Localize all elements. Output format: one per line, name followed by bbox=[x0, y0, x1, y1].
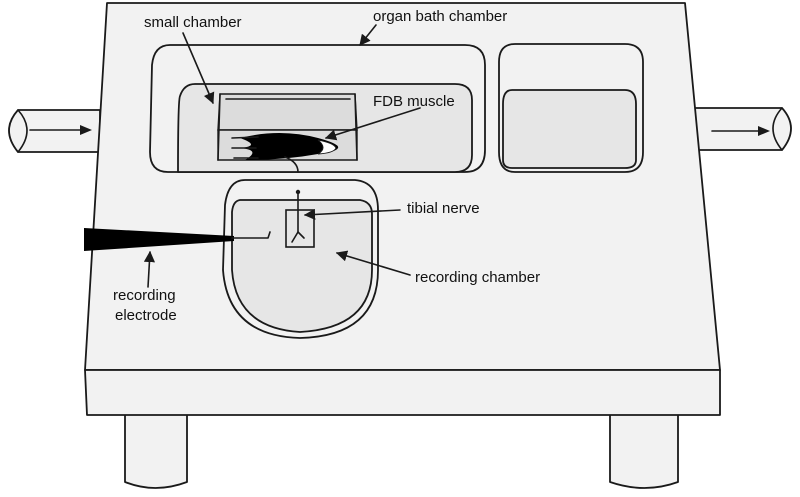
label-recording-electrode-line2: electrode bbox=[115, 307, 177, 324]
leader-organ-bath-chamber bbox=[359, 24, 377, 46]
label-recording-chamber: recording chamber bbox=[415, 269, 540, 286]
outflow-arrow-icon bbox=[711, 126, 770, 136]
inflow-arrow-icon bbox=[29, 125, 92, 135]
table-legs bbox=[124, 404, 679, 489]
inlet-tube bbox=[8, 109, 101, 153]
label-tibial-nerve: tibial nerve bbox=[407, 200, 480, 217]
leg-left bbox=[124, 404, 188, 489]
label-small-chamber: small chamber bbox=[144, 14, 242, 31]
recording-electrode bbox=[84, 228, 271, 251]
label-fdb-muscle: FDB muscle bbox=[373, 93, 455, 110]
fdb-muscle bbox=[231, 133, 339, 173]
leader-tibial-nerve bbox=[303, 208, 401, 221]
leader-lines bbox=[143, 24, 421, 288]
side-chamber bbox=[498, 43, 644, 173]
leader-small-chamber bbox=[182, 32, 215, 105]
leader-recording-electrode bbox=[143, 250, 156, 288]
outlet-tube bbox=[689, 107, 792, 151]
leg-right bbox=[609, 404, 679, 489]
tibial-nerve bbox=[285, 189, 315, 248]
label-organ-bath-chamber: organ bath chamber bbox=[373, 8, 507, 25]
label-recording-electrode-line1: recording bbox=[113, 287, 176, 304]
recording-chamber bbox=[222, 179, 379, 339]
leader-recording-chamber bbox=[335, 250, 411, 276]
leader-fdb-muscle bbox=[324, 107, 421, 141]
table-front bbox=[84, 369, 721, 416]
